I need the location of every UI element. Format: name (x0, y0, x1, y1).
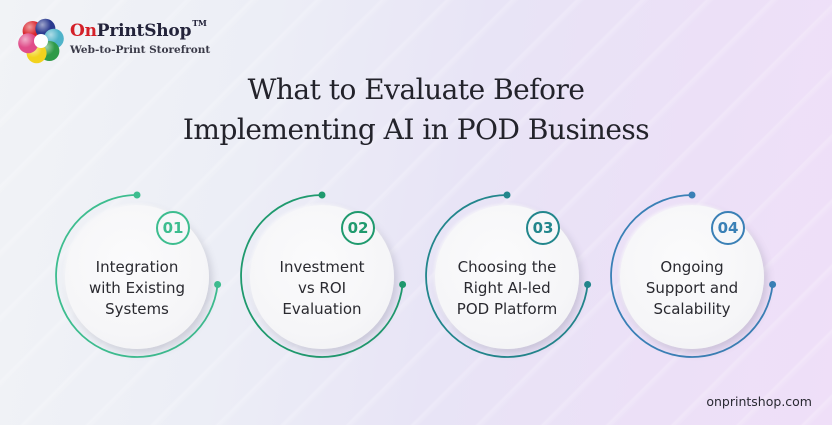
item-label-line: Choosing the (457, 258, 557, 276)
item-label-line: Integration (95, 258, 179, 276)
brand-name: OnPrintShopTM (70, 18, 207, 41)
item-label-line: Scalability (653, 300, 731, 318)
title-line-2: Implementing AI in POD Business (182, 113, 650, 146)
progress-ring-icon (240, 191, 407, 358)
item-label: Choosing the Right AI-led POD Platform (440, 257, 574, 320)
number-badge: 04 (711, 211, 745, 245)
item-label-line: vs ROI (297, 279, 347, 297)
evaluation-item-01: 01 Integration with Existing Systems (42, 185, 232, 375)
number-badge: 02 (341, 211, 375, 245)
item-label-line: Ongoing (660, 258, 724, 276)
brand-tagline: Web-to-Print Storefront (70, 44, 211, 56)
item-label-line: with Existing (88, 279, 185, 297)
evaluation-item-04: 04 Ongoing Support and Scalability (597, 185, 787, 375)
brand-logo[interactable]: OnPrintShopTM Web-to-Print Storefront (18, 18, 218, 66)
brand-name-rest: PrintShop (96, 21, 192, 41)
number-badge: 03 (526, 211, 560, 245)
brand-name-prefix: On (70, 21, 97, 41)
page-title: What to Evaluate Before Implementing AI … (0, 70, 832, 150)
item-label-line: POD Platform (456, 300, 558, 318)
progress-ring-icon (610, 191, 777, 358)
item-label-line: Investment (279, 258, 365, 276)
evaluation-item-02: 02 Investment vs ROI Evaluation (227, 185, 417, 375)
number-badge: 01 (156, 211, 190, 245)
item-label: Investment vs ROI Evaluation (255, 257, 389, 320)
evaluation-item-03: 03 Choosing the Right AI-led POD Platfor… (412, 185, 602, 375)
item-label: Ongoing Support and Scalability (625, 257, 759, 320)
item-label-line: Support and (645, 279, 739, 297)
trademark: TM (192, 18, 207, 29)
item-label-line: Right AI-led (463, 279, 551, 297)
progress-ring-icon (425, 191, 592, 358)
flower-logo-icon (18, 18, 64, 64)
item-label-line: Systems (105, 300, 169, 318)
progress-ring-icon (55, 191, 222, 358)
item-label: Integration with Existing Systems (70, 257, 204, 320)
title-line-1: What to Evaluate Before (247, 73, 585, 106)
item-label-line: Evaluation (282, 300, 362, 318)
website-link[interactable]: onprintshop.com (706, 394, 812, 409)
